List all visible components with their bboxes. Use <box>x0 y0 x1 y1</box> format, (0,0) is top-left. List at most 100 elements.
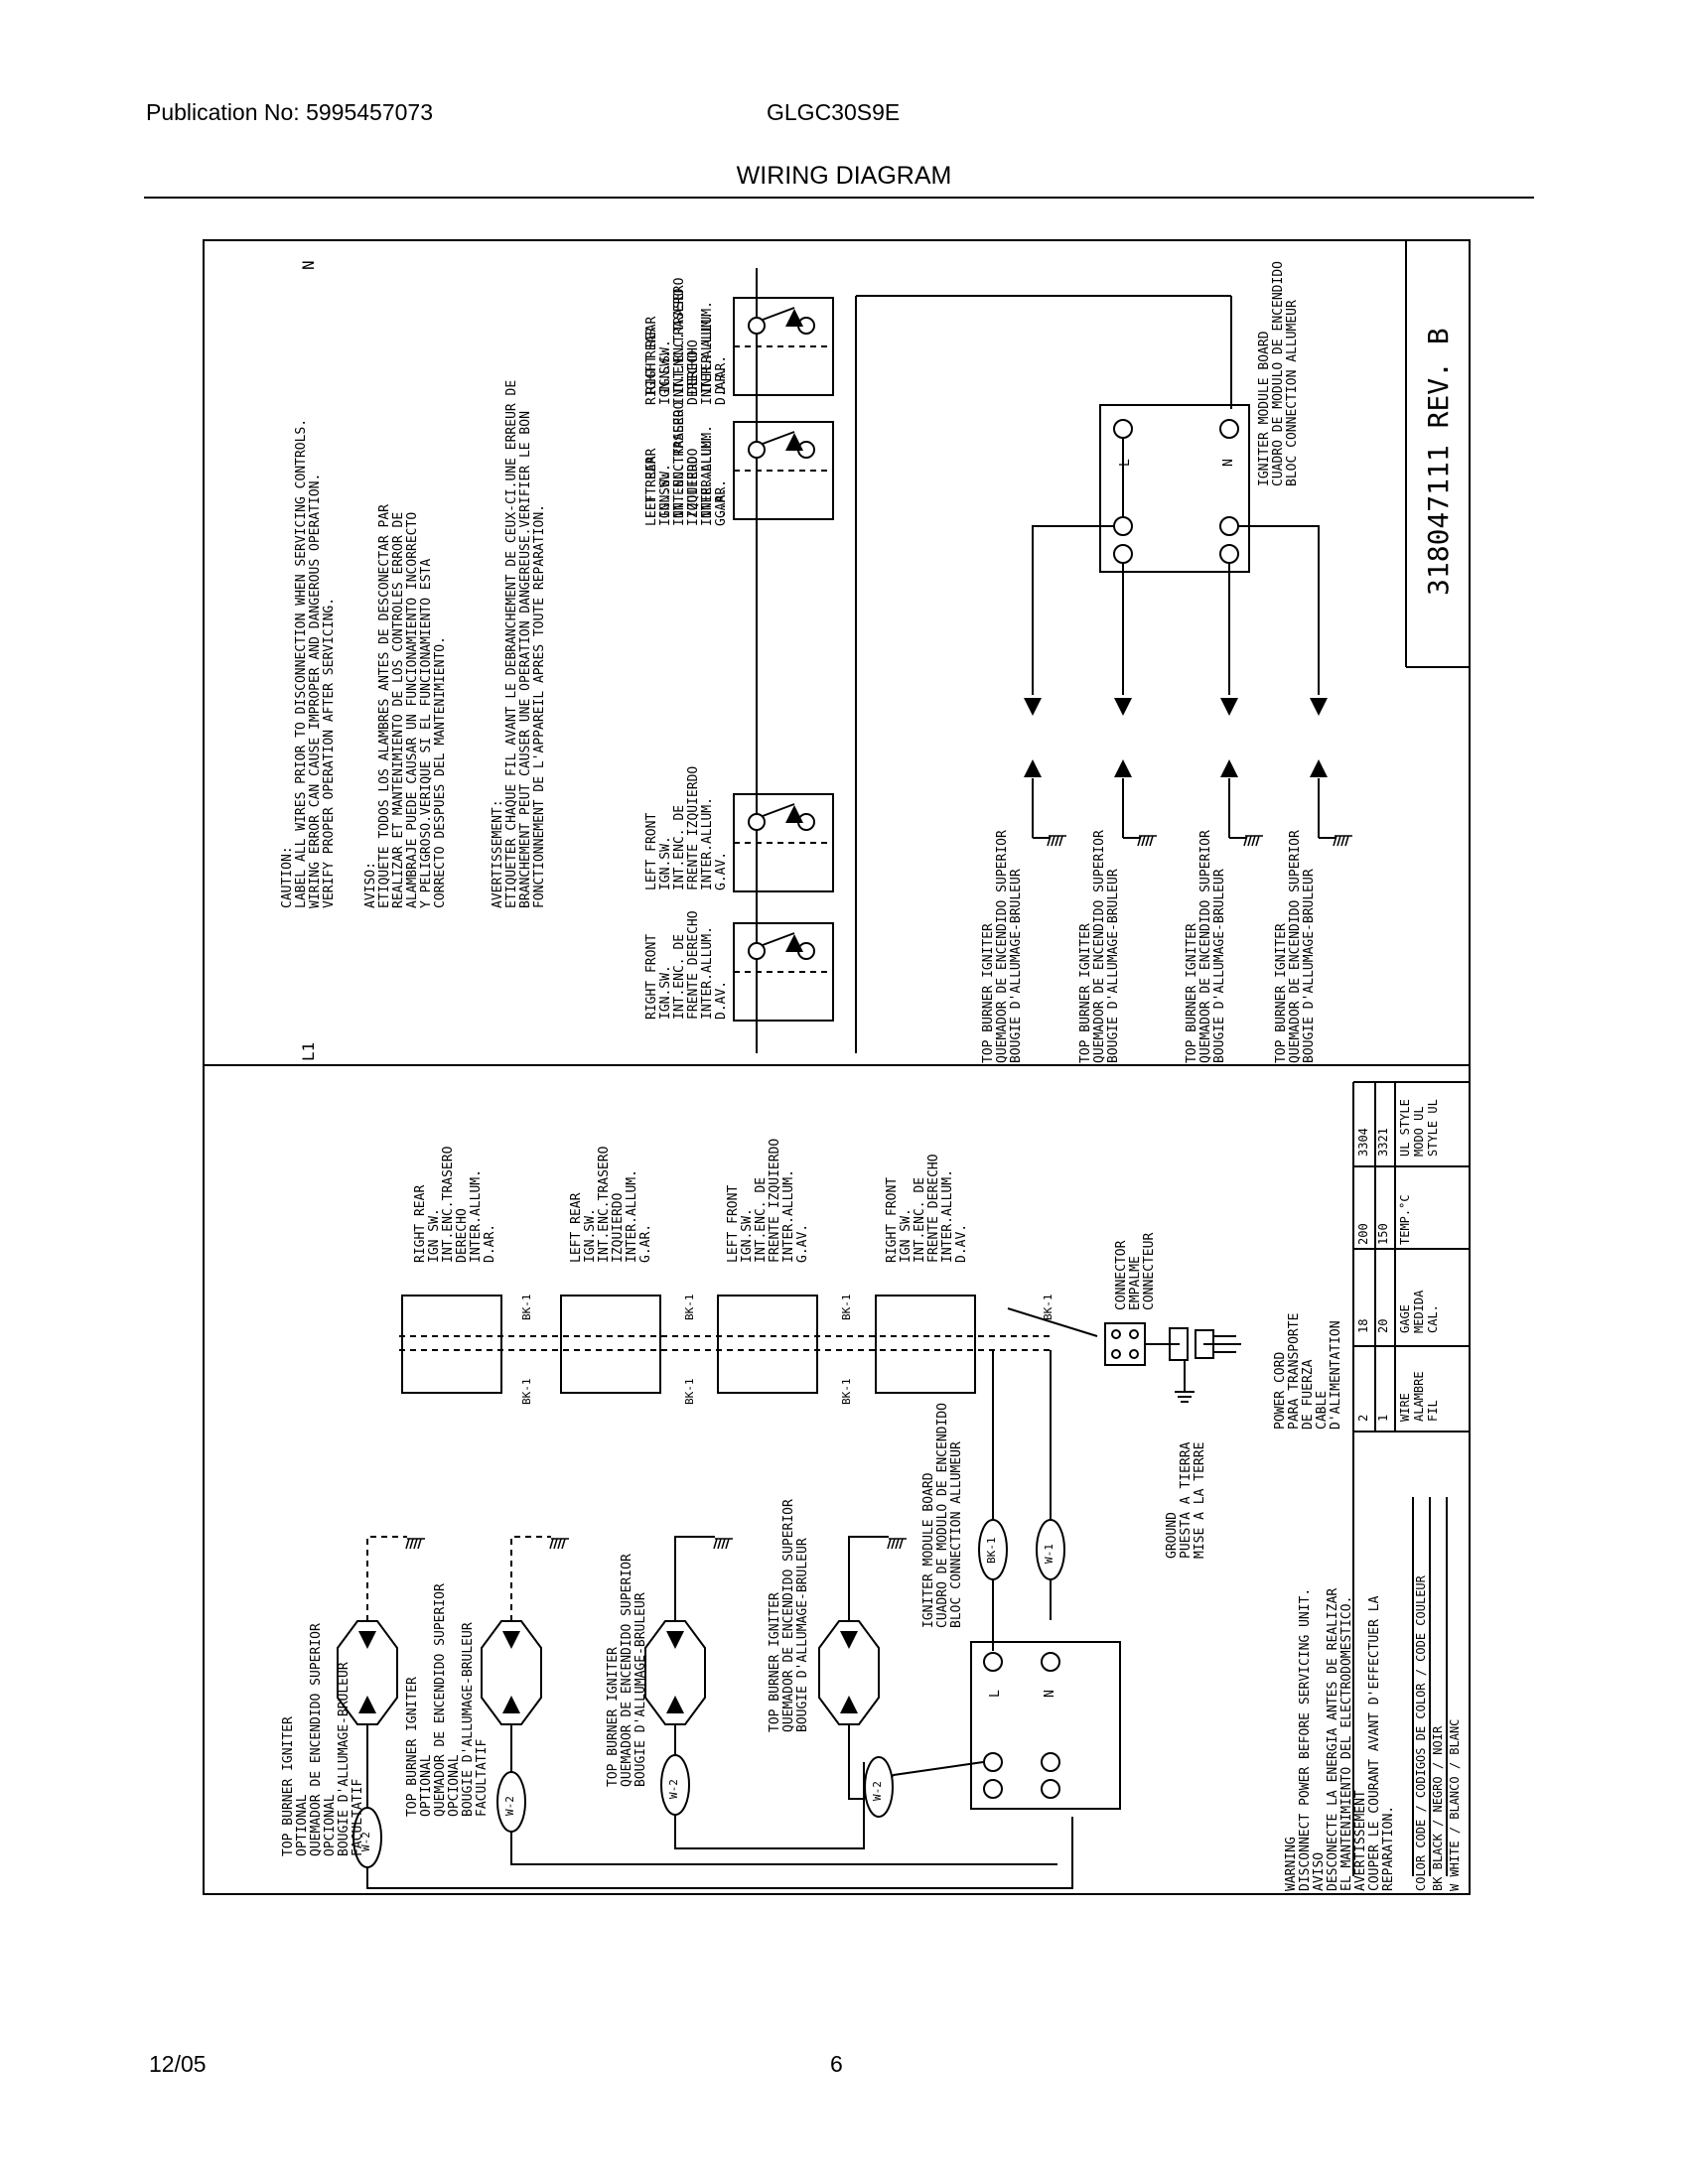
bottom-igniter-label-line: TOP BURNER IGNITER <box>606 1647 621 1787</box>
connector-pin <box>1129 1349 1139 1359</box>
top-module-n-label-line: N <box>1221 459 1236 467</box>
bottom-module-l-label-line: L <box>988 1690 1003 1698</box>
bottom-module-label-line: IGNITER MODULE BOARD <box>921 1472 936 1628</box>
wire-table-cell-line: 20 <box>1376 1319 1390 1333</box>
aviso-note: AVISO:ETIQUETE TODOS LOS ALAMBRES ANTES … <box>363 504 448 908</box>
bottom-module-terminal <box>1041 1779 1060 1799</box>
wire-table-cell: 1 <box>1376 1415 1390 1422</box>
top-igniter-label-line: BOUGIE D'ALLUMAGE-BRULEUR <box>1302 869 1317 1063</box>
aviso-note-line: CORRECTO DESPUES DEL MANTENIMIENTO. <box>433 636 448 908</box>
part-number-revision: 318047111 REV. B <box>1422 328 1455 596</box>
power-cord-plug-body <box>1169 1327 1189 1361</box>
bottom-igniter-ground-tick <box>549 1538 554 1550</box>
igniter-lead-4 <box>1238 525 1320 695</box>
top-igniter-label-line: TOP BURNER IGNITER <box>981 923 996 1063</box>
wire-table-cell: 3304 <box>1356 1128 1370 1157</box>
top-module-terminal <box>1219 516 1239 536</box>
bottom-module-label-line: CUADRO DE MODULO DE ENCENDIDO <box>935 1403 950 1628</box>
bottom-module-terminal <box>1041 1752 1060 1772</box>
igniter-ground-symbol-tick <box>1333 835 1337 847</box>
bottom-switch-label-line: INTER.ALLUM. <box>940 1169 955 1263</box>
bottom-igniter-arrow-up <box>840 1696 858 1713</box>
aviso-note-line: REALIZAR ET MANTENIMIENTO DE LOS CONTROL… <box>391 512 406 908</box>
bk1-wire-label: BK-1 <box>840 1295 853 1321</box>
top-igniter-label-line: TOP BURNER IGNITER <box>1078 923 1093 1063</box>
igniter-ground-symbol-tick <box>1243 835 1248 847</box>
w2-ellipse-text: W-2 <box>871 1781 884 1801</box>
bottom-switch-label-line: RIGHT FRONT <box>885 1177 900 1263</box>
bottom-switch-label-line: LEFT FRONT <box>726 1185 741 1263</box>
connector-lead <box>1007 1307 1098 1337</box>
igniter-ground-symbol-tick <box>1344 835 1349 847</box>
bottom-switch-box <box>560 1295 661 1394</box>
top-switch-label-left-rear-line: INTER.ALLUM. <box>700 433 715 526</box>
bottom-module-n-label: N <box>1043 1690 1057 1698</box>
bottom-igniter <box>481 1620 542 1725</box>
connector-label-line: CONNECTEUR <box>1142 1233 1157 1310</box>
igniter-ground-symbol-tick <box>1141 835 1146 847</box>
igniter-ground-symbol-tick <box>1051 835 1055 847</box>
bottom-igniter-ground-tick <box>895 1538 900 1550</box>
bottom-igniter-label-line: BOUGIE D'ALLUMAGE-BRULEUR <box>795 1538 810 1732</box>
w2-ellipse <box>496 1771 526 1833</box>
connector-pin <box>1111 1349 1121 1359</box>
color-code-legend-line: COLOR CODE / CODIGOS DE COLOR / CODE COU… <box>1414 1574 1428 1891</box>
igniter-ground-symbol-tick <box>1055 835 1059 847</box>
avertissement-note-line: BRANCHEMENT PEUT CAUSER UNE OPERATION DA… <box>518 411 533 908</box>
igniter-ground-symbol-tick <box>1149 835 1154 847</box>
optional-igniter-label-line: FACULTATIF <box>475 1739 490 1817</box>
bk1-wire-label: BK-1 <box>520 1379 533 1406</box>
caution-note-line: CAUTION: <box>280 846 295 908</box>
bottom-igniter-ground-tick <box>409 1538 414 1550</box>
bottom-igniter-body <box>818 1620 880 1725</box>
bottom-module-terminal-n <box>1041 1652 1060 1672</box>
bottom-igniter-ground-lead <box>674 1536 715 1621</box>
bottom-igniter-ground-lead <box>366 1536 407 1621</box>
top-switch-label-line: INTER.ALLUM. <box>700 425 715 518</box>
bk1-ellipse-text: BK-1 <box>985 1538 998 1565</box>
bottom-igniter-label-line: TOP BURNER IGNITER <box>768 1592 782 1732</box>
bottom-igniter-label-line: QUEMADOR DE ENCENDIDO SUPERIOR <box>781 1499 796 1732</box>
bottom-igniter-ground-tick <box>891 1538 896 1550</box>
igniter-ground-symbol-tick <box>1058 835 1063 847</box>
optional-igniter-label-line: TOP BURNER IGNITER <box>405 1677 420 1817</box>
caution-note: CAUTION:LABEL ALL WIRES PRIOR TO DISCONN… <box>280 419 337 908</box>
warning-note-line: AVISO <box>1312 1852 1327 1891</box>
bottom-module-terminal <box>983 1779 1003 1799</box>
top-switch-label-left-rear-line: LEFT REAR <box>644 456 659 526</box>
diagram-frame <box>203 239 1471 1895</box>
top-igniter-label-line: QUEMADOR DE ENCENDIDO SUPERIOR <box>1198 830 1213 1063</box>
bk1-wire-label-line: BK-1 <box>683 1379 696 1406</box>
wire-table-cell-line: 3321 <box>1376 1128 1390 1157</box>
w2-ellipse <box>660 1754 690 1816</box>
wire-table-cell-line: FIL <box>1426 1400 1440 1422</box>
bottom-module-l-label: L <box>988 1690 1003 1698</box>
bk1-wire-label: BK-1 <box>520 1295 533 1321</box>
top-switch-label-line: DERECHO <box>686 340 701 394</box>
wire-table-cell: 150 <box>1376 1223 1390 1245</box>
w2-ellipse <box>864 1756 894 1818</box>
bottom-switch-label-line: INT.ENC.TRASERO <box>441 1146 456 1263</box>
bk1-wire-label-line: BK-1 <box>840 1379 853 1406</box>
ground-label-line: MISE A LA TERRE <box>1193 1442 1207 1559</box>
optional-igniter-label-line: OPCIONAL <box>447 1754 462 1817</box>
header-rule <box>144 197 1534 199</box>
bottom-igniter-ground-tick <box>725 1538 730 1550</box>
color-code-legend-line: W WHITE / BLANCO / BLANC <box>1448 1719 1462 1891</box>
top-module-l-label-line: L <box>1118 459 1133 467</box>
bk1-wire-label-line: BK-1 <box>840 1295 853 1321</box>
wire-table-cell: 3321 <box>1376 1128 1390 1157</box>
bottom-switch-label-line: IGN SW. <box>427 1208 442 1263</box>
top-switch-label-line: IZQUIERDO <box>686 448 701 518</box>
top-module-terminal <box>1113 544 1133 564</box>
bottom-igniter-ground-tick <box>561 1538 566 1550</box>
wire-table-cell-line: MEDIDA <box>1412 1290 1426 1333</box>
igniter-ground-symbol-tick <box>1137 835 1142 847</box>
bottom-igniter <box>818 1620 880 1725</box>
power-cord-label-line: PARA TRANSPORTE <box>1287 1313 1302 1430</box>
wire-table-cell-line: WIRE <box>1398 1393 1412 1422</box>
